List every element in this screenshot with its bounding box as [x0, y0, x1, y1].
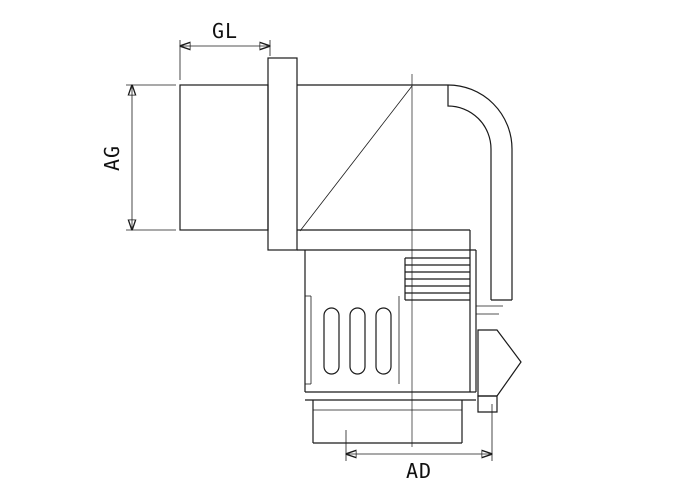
body-outline — [297, 229, 477, 392]
latch-barb-hatch — [477, 329, 522, 397]
outer-wall-outline — [297, 84, 513, 300]
inner-wall-outline — [447, 85, 492, 300]
gl-dimension: GL — [180, 19, 270, 80]
vent-slot — [323, 307, 340, 375]
miter-line — [299, 85, 413, 232]
flange — [267, 57, 298, 251]
outer-wall-hatch — [448, 85, 512, 300]
latch-base-hatch — [477, 395, 498, 413]
vent-panel — [305, 295, 400, 385]
latch-detail — [476, 305, 522, 413]
vent-slot — [349, 307, 366, 375]
rib-lines — [404, 257, 470, 301]
bottom-spigot — [305, 391, 476, 444]
ag-dimension: AG — [100, 85, 176, 230]
threaded-section — [179, 84, 269, 231]
dimension-label-gl: GL — [212, 19, 238, 43]
threaded-section-hatch — [179, 84, 269, 231]
dimension-label-ag: AG — [100, 145, 124, 171]
ad-dimension: AD — [346, 404, 492, 483]
vent-slot — [375, 307, 392, 375]
dimension-label-ad: AD — [406, 459, 432, 483]
elbow-outer-wall — [297, 84, 513, 301]
